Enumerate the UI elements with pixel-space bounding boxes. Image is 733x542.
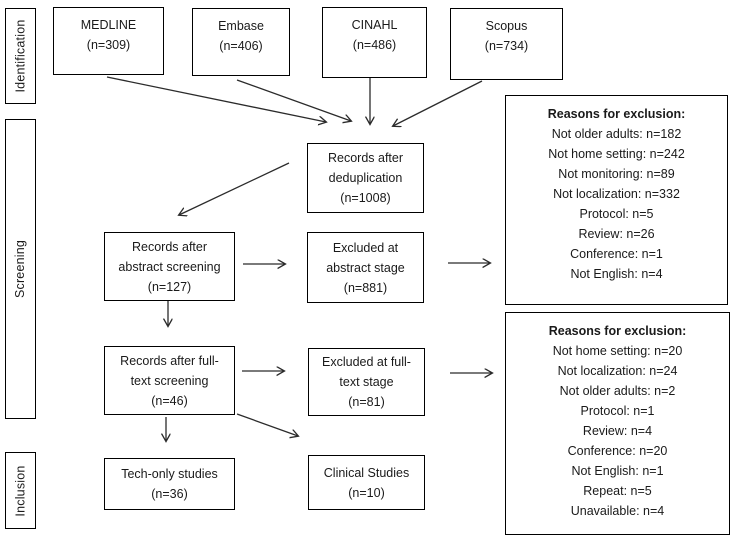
node-line: (n=81) [348,395,385,409]
exclusion-reason: Repeat: n=5 [583,484,652,498]
source-count: (n=486) [352,38,397,52]
node-tech-only: Tech-only studies (n=36) [104,458,235,510]
arrow-embase-to-dedup [236,79,351,121]
reasons-box-2: Reasons for exclusion: Not home setting:… [505,312,730,535]
node-line: text stage [339,375,394,389]
node-line: deduplication [328,171,403,185]
node-line: (n=10) [348,485,385,500]
reasons-title: Reasons for exclusion: [548,324,687,338]
node-excluded-fulltext: Excluded at full- text stage (n=81) [308,348,425,416]
node-line: abstract stage [326,260,405,275]
source-count: (n=309) [86,38,131,52]
node-clinical: Clinical Studies (n=10) [308,455,425,510]
arrow-scopus-to-dedup [393,80,483,126]
source-count: (n=734) [484,39,529,53]
source-name: Embase [218,19,264,33]
node-line: (n=46) [151,393,188,408]
exclusion-reason: Not home setting: n=242 [548,147,685,161]
node-line: (n=881) [343,280,388,295]
node-line: (n=127) [147,279,192,294]
node-line: Clinical Studies [323,465,410,480]
source-box-scopus: Scopus (n=734) [450,8,563,80]
node-fulltext-screening: Records after full- text screening (n=46… [104,346,235,415]
exclusion-reason: Not older adults: n=182 [551,127,682,141]
reasons-box-1: Reasons for exclusion: Not older adults:… [505,95,728,305]
node-dedup: Records after deduplication (n=1008) [307,143,424,213]
exclusion-reason: Review: n=26 [578,227,655,241]
node-line: Tech-only studies [121,467,218,481]
node-line: Records after [131,239,208,254]
node-line: Records after full- [120,353,219,368]
source-box-cinahl: CINAHL (n=486) [322,7,427,78]
node-line: (n=36) [151,487,188,501]
exclusion-reason: Not monitoring: n=89 [558,167,675,181]
stage-inclusion: Inclusion [5,452,36,529]
exclusion-reason: Conference: n=1 [570,247,663,261]
stage-screening: Screening [5,119,36,419]
source-box-embase: Embase (n=406) [192,8,290,76]
exclusion-reason: Protocol: n=5 [579,207,654,221]
source-name: CINAHL [351,18,398,32]
exclusion-reason: Conference: n=20 [567,444,668,458]
node-line: Excluded at full- [322,355,411,369]
stage-screening-label: Screening [13,239,28,299]
arrow-medline-to-dedup [106,76,326,122]
node-excluded-abstract: Excluded at abstract stage (n=881) [307,232,424,303]
exclusion-reason: Review: n=4 [582,424,653,438]
source-name: MEDLINE [80,18,137,32]
node-line: text screening [130,373,209,388]
stage-identification: Identification [5,8,36,104]
exclusion-reason: Not older adults: n=2 [559,384,676,398]
exclusion-reason: Not localization: n=24 [557,364,678,378]
node-line: abstract screening [118,259,221,274]
node-line: Excluded at [332,240,399,255]
exclusion-reason: Not localization: n=332 [553,187,680,201]
source-name: Scopus [485,19,528,33]
node-line: (n=1008) [340,191,391,205]
exclusion-reason: Not English: n=1 [571,464,664,478]
stage-identification-label: Identification [13,19,28,93]
exclusion-reason: Not home setting: n=20 [552,344,683,358]
node-line: Records after [327,151,404,165]
reasons-title: Reasons for exclusion: [547,107,686,121]
exclusion-reason: Not English: n=4 [570,267,663,281]
source-box-medline: MEDLINE (n=309) [53,7,164,75]
stage-inclusion-label: Inclusion [13,464,28,517]
node-abstract-screening: Records after abstract screening (n=127) [104,232,235,301]
source-count: (n=406) [219,39,263,53]
arrow-dedup-to-abstract [179,162,290,215]
exclusion-reason: Protocol: n=1 [580,404,655,418]
arrow-fulltext-to-clinical [236,413,298,436]
exclusion-reason: Unavailable: n=4 [570,504,665,518]
